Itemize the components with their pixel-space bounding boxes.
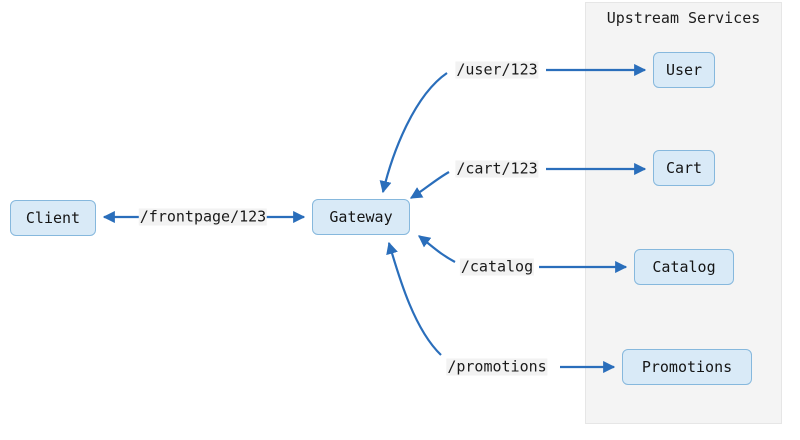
node-client-label: Client xyxy=(25,209,81,227)
node-gateway-label: Gateway xyxy=(329,208,393,226)
edge-gateway-to-cart xyxy=(409,171,450,199)
edge-label-frontpage: /frontpage/123 xyxy=(138,207,268,226)
node-cart[interactable]: Cart xyxy=(653,150,715,186)
node-user[interactable]: User xyxy=(653,52,715,88)
node-gateway[interactable]: Gateway xyxy=(312,199,410,235)
node-cart-label: Cart xyxy=(665,159,703,177)
edge-label-cart: /cart/123 xyxy=(455,159,539,178)
subgraph-title: Upstream Services xyxy=(606,9,761,27)
edge-gateway-to-user xyxy=(379,72,448,194)
node-client[interactable]: Client xyxy=(10,200,96,236)
edge-label-catalog: /catalog xyxy=(459,257,535,276)
edge-gateway-to-promotions xyxy=(386,241,442,356)
edge-label-promotions: /promotions xyxy=(446,357,548,376)
edge-label-user: /user/123 xyxy=(455,60,539,79)
node-catalog[interactable]: Catalog xyxy=(634,249,734,285)
node-user-label: User xyxy=(665,61,703,79)
node-catalog-label: Catalog xyxy=(652,258,716,276)
node-promotions[interactable]: Promotions xyxy=(622,349,752,385)
edge-gateway-to-catalog xyxy=(418,235,456,263)
node-promotions-label: Promotions xyxy=(641,358,733,376)
